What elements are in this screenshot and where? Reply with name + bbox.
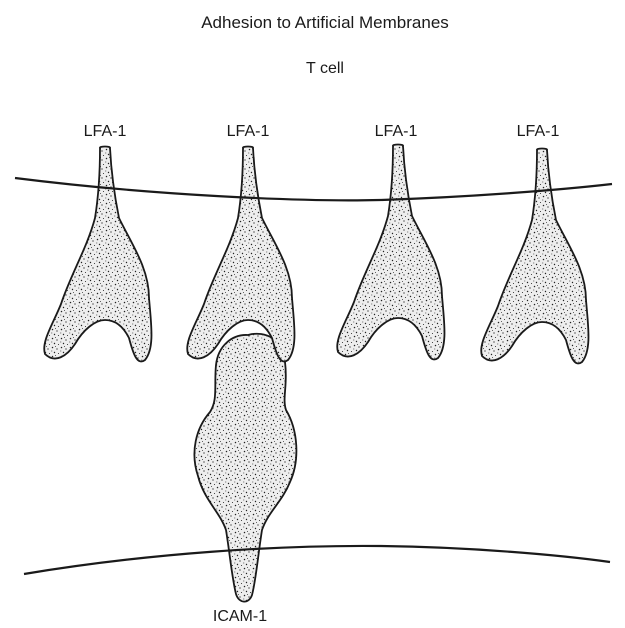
diagram-title: Adhesion to Artificial Membranes xyxy=(201,13,449,32)
icam1-molecule xyxy=(194,334,296,602)
lfa1-molecule-3 xyxy=(337,145,444,360)
icam1-label: ICAM-1 xyxy=(213,608,267,625)
lfa1-label-4: LFA-1 xyxy=(517,123,560,140)
lfa1-molecule-4 xyxy=(481,149,588,364)
artificial-membrane xyxy=(24,546,610,574)
lfa1-molecule-2 xyxy=(187,147,294,362)
lfa1-label-3: LFA-1 xyxy=(375,123,418,140)
cell-label: T cell xyxy=(306,60,344,77)
lfa1-molecule-1 xyxy=(44,147,151,362)
lfa1-label-1: LFA-1 xyxy=(84,123,127,140)
lfa1-label-2: LFA-1 xyxy=(227,123,270,140)
